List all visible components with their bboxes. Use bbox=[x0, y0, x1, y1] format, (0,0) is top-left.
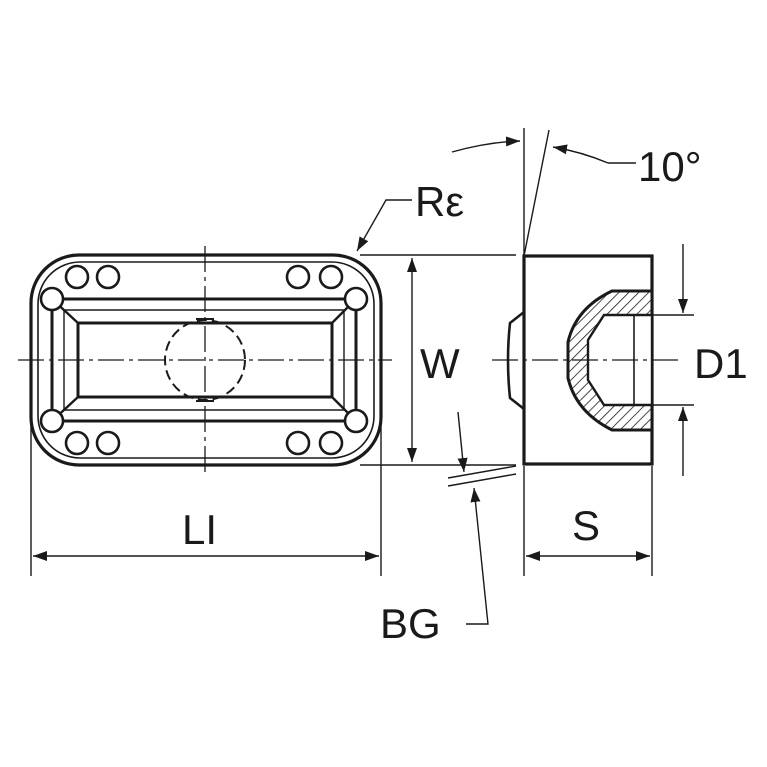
labels: 10° Rε W D1 LI S BG bbox=[182, 143, 748, 647]
corner-circle-4 bbox=[318, 264, 344, 290]
angle-inclined-line bbox=[523, 129, 550, 257]
front-view bbox=[18, 246, 392, 474]
corner-circle-3 bbox=[285, 264, 311, 290]
corner-circle-1 bbox=[64, 264, 90, 290]
corner-circle-10 bbox=[95, 430, 121, 456]
corner-circle-2 bbox=[95, 264, 121, 290]
label-thickness: S bbox=[572, 502, 600, 549]
label-diameter: D1 bbox=[694, 340, 748, 387]
corner-circle-5 bbox=[39, 286, 65, 312]
bg-arrow-top bbox=[457, 411, 468, 473]
angle-arc-right bbox=[552, 144, 609, 164]
radius-leader bbox=[356, 199, 412, 252]
corner-circle-8 bbox=[343, 408, 369, 434]
dimensions bbox=[30, 128, 694, 625]
label-radius: Rε bbox=[415, 178, 464, 225]
bg-leader bbox=[466, 487, 489, 625]
label-length: LI bbox=[182, 506, 217, 553]
corner-circle-6 bbox=[343, 286, 369, 312]
corner-circle-12 bbox=[318, 430, 344, 456]
angle-arc-left bbox=[451, 136, 521, 153]
bg-extension-1 bbox=[447, 465, 517, 479]
side-view bbox=[492, 254, 680, 466]
bg-extension-2 bbox=[447, 473, 517, 487]
label-gap: BG bbox=[380, 600, 441, 647]
corner-circle-9 bbox=[64, 430, 90, 456]
label-angle: 10° bbox=[638, 143, 702, 190]
corner-circle-7 bbox=[39, 408, 65, 434]
corner-circle-11 bbox=[285, 430, 311, 456]
label-width: W bbox=[420, 340, 460, 387]
